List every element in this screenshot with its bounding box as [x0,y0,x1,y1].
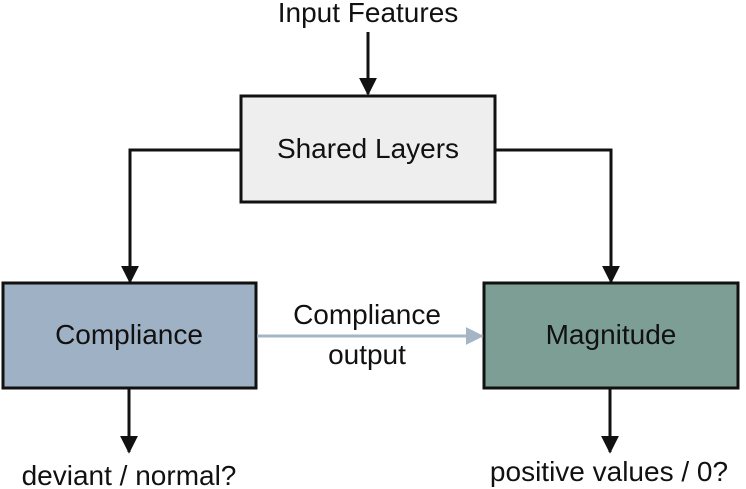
compliance-output-text: deviant / normal? [22,460,237,489]
magnitude-box [482,281,740,390]
compliance-label: Compliance [55,319,203,350]
compliance-node[interactable]: Compliance [1,281,258,390]
shared-layers-label: Shared Layers [277,133,459,164]
compliance-box [1,281,258,390]
magnitude-node[interactable]: Magnitude [482,281,740,390]
compliance-output-label-line1: Compliance [293,299,441,330]
input-features-label: Input Features [278,0,459,28]
magnitude-label: Magnitude [546,319,677,350]
shared-to-compliance-arrow [121,148,241,284]
shared-layers-node[interactable]: Shared Layers [239,94,497,204]
magnitude-output-text: positive values / 0? [490,456,728,487]
compliance-output-label-line2: output [328,339,406,370]
shared-to-magnitude-arrow [495,148,620,284]
